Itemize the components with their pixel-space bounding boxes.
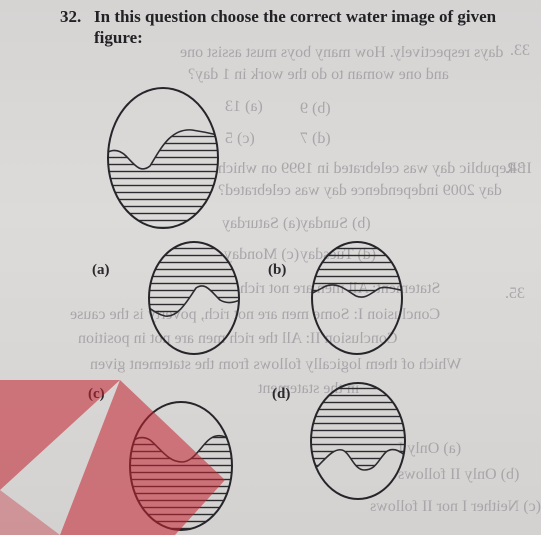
question-text-line-1: In this question choose the correct wate… (94, 7, 497, 26)
option-label-a: (a) (92, 262, 110, 278)
option-label-b: (b) (268, 262, 287, 278)
question-figure (107, 87, 219, 229)
option-label-d: (d) (272, 386, 291, 402)
option-c-figure (129, 401, 233, 531)
question-text-line-2: figure: (94, 28, 143, 47)
option-b-figure (311, 241, 403, 355)
question-number: 32. (60, 7, 82, 26)
option-a-figure (148, 241, 240, 355)
question-heading: 32. In this question choose the correct w… (60, 6, 530, 48)
option-d-figure (310, 382, 406, 500)
